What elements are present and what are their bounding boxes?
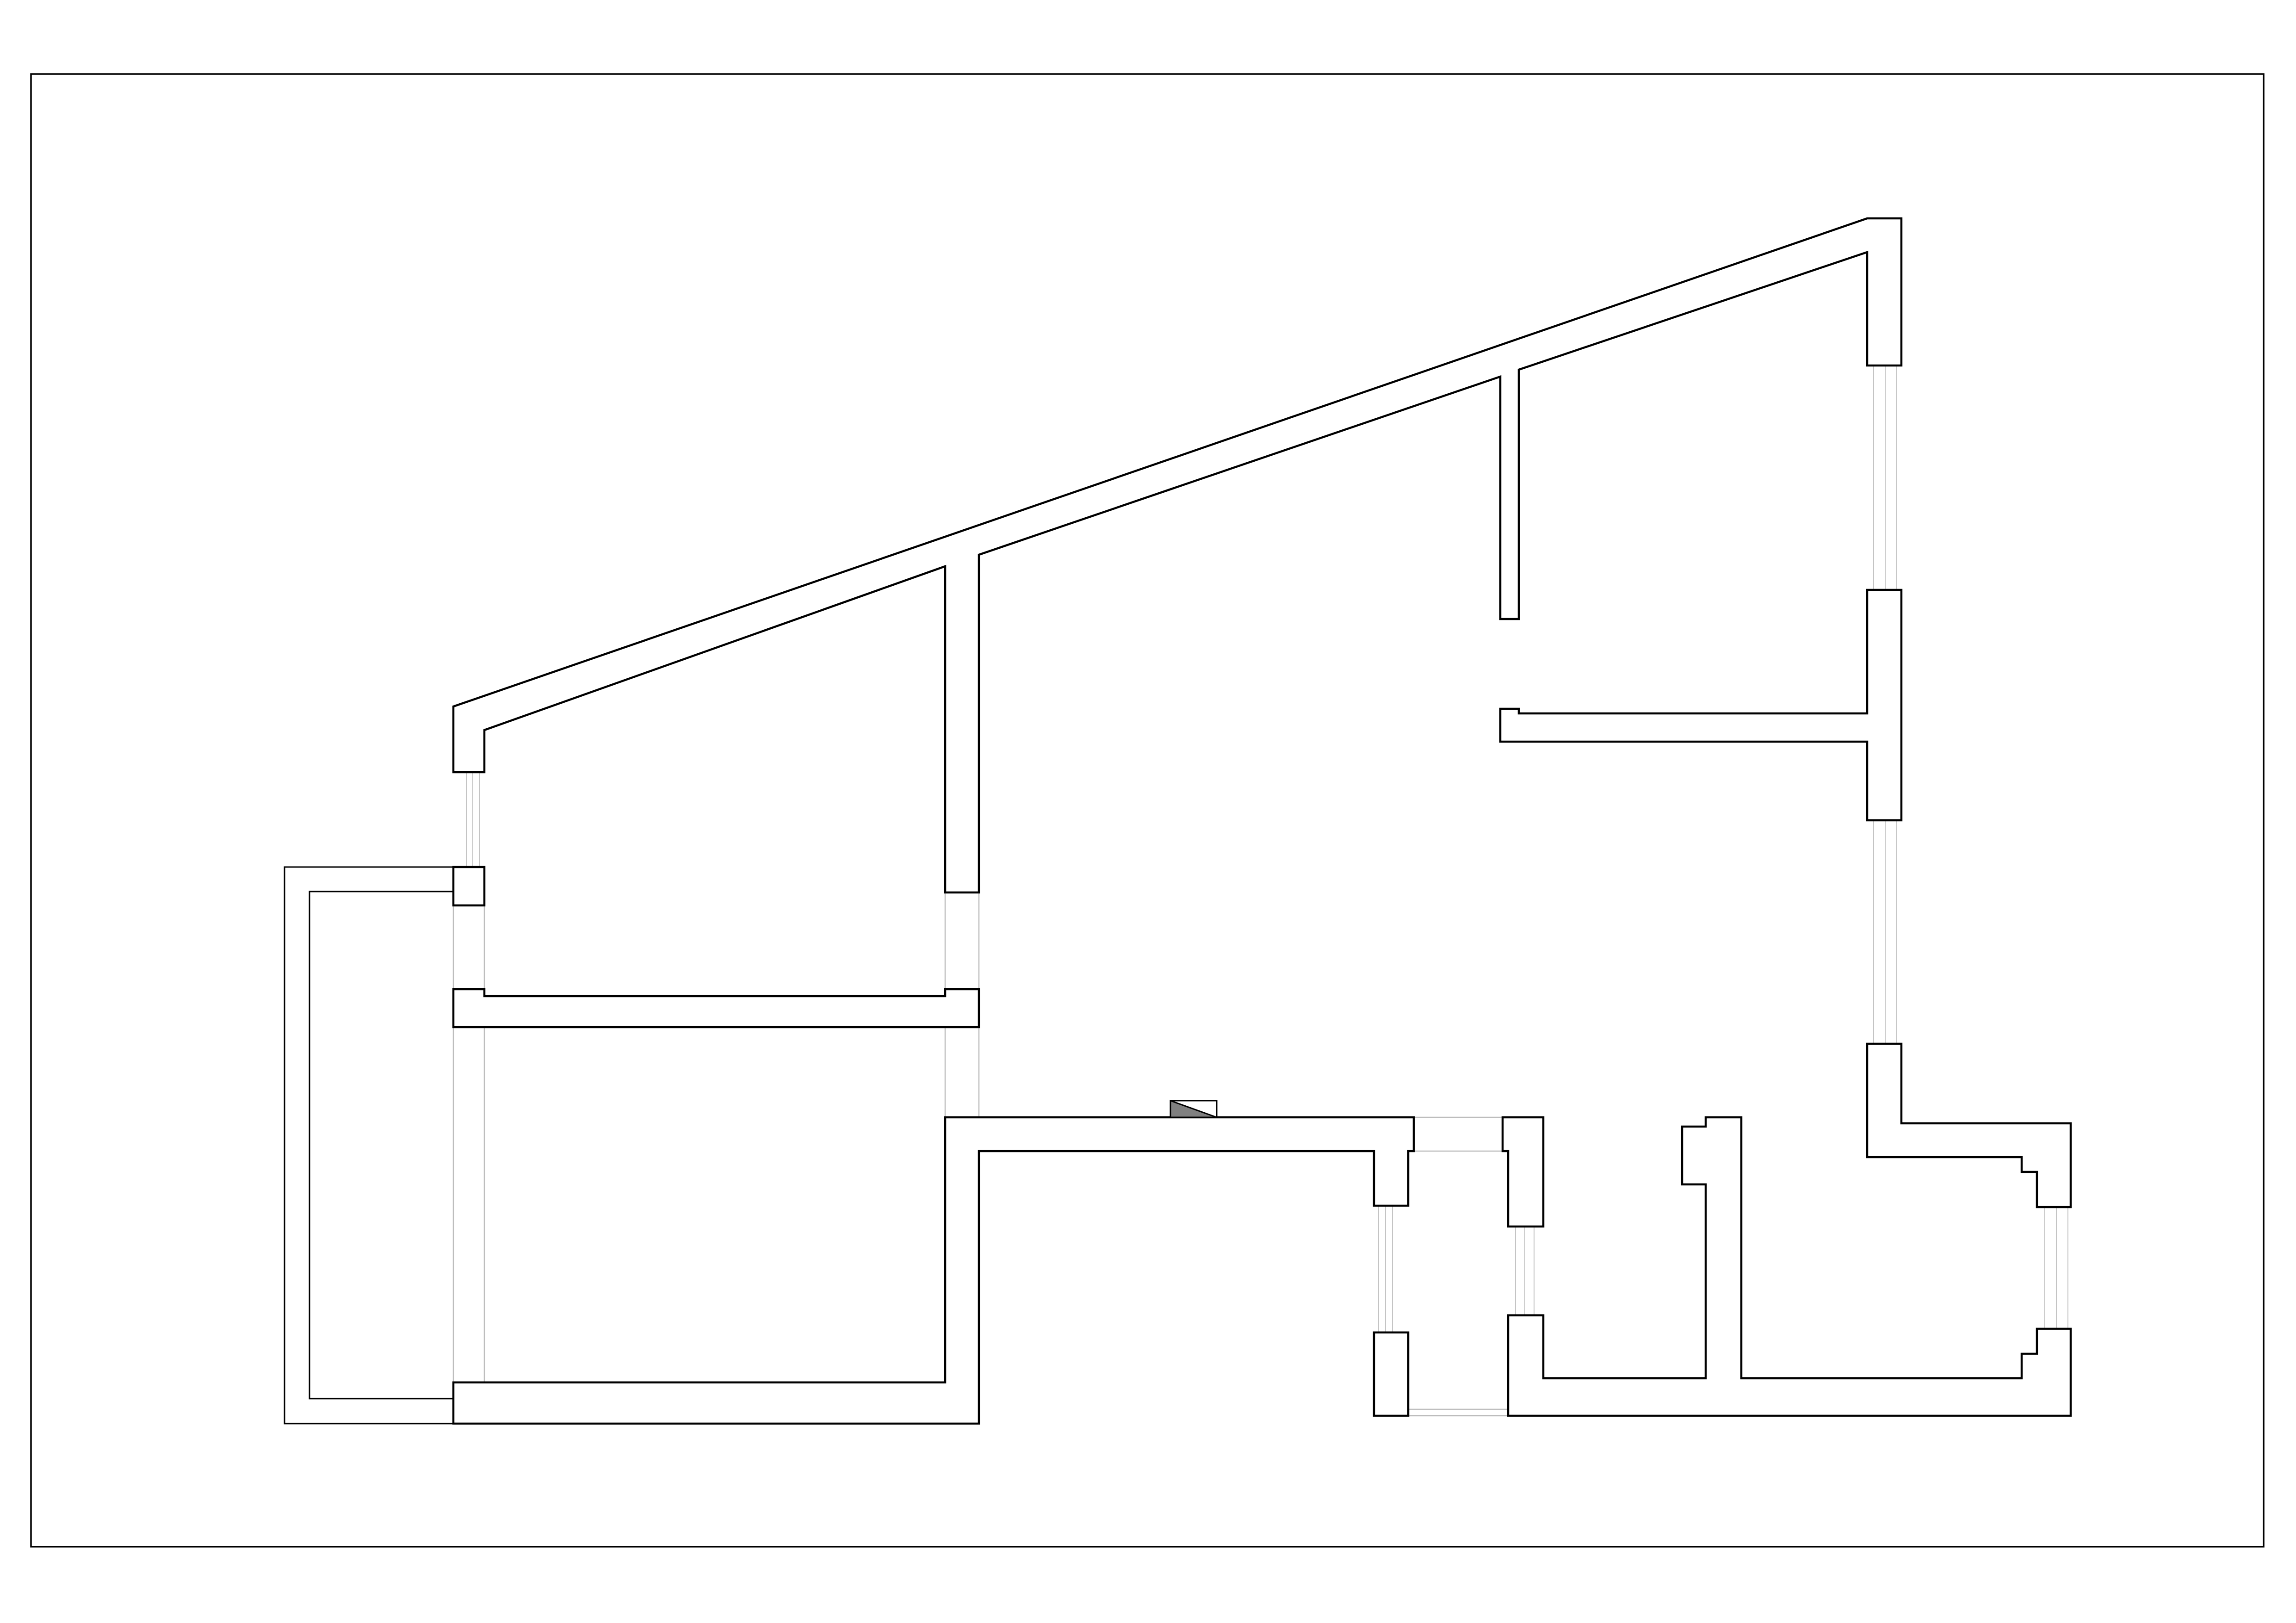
- sheet-border: [30, 73, 2265, 1548]
- wall-north-slanted: [452, 217, 1903, 894]
- wall-west-pier: [452, 866, 486, 907]
- wall-fixture: [1170, 1099, 1218, 1118]
- wall-east-lower: [1866, 1042, 2072, 1208]
- wall-east-partition: [1499, 588, 1903, 822]
- window-glazing: [466, 365, 2068, 1332]
- door-openings: [452, 892, 1508, 1417]
- wall-south-central: [452, 1116, 1415, 1425]
- wall-south-east: [1507, 1116, 2072, 1417]
- wall-corridor-east-pier: [1501, 1116, 1545, 1228]
- balcony-outline: [284, 866, 453, 1425]
- wall-west-partition: [452, 988, 980, 1028]
- wall-corridor-west-pier: [1373, 1331, 1410, 1417]
